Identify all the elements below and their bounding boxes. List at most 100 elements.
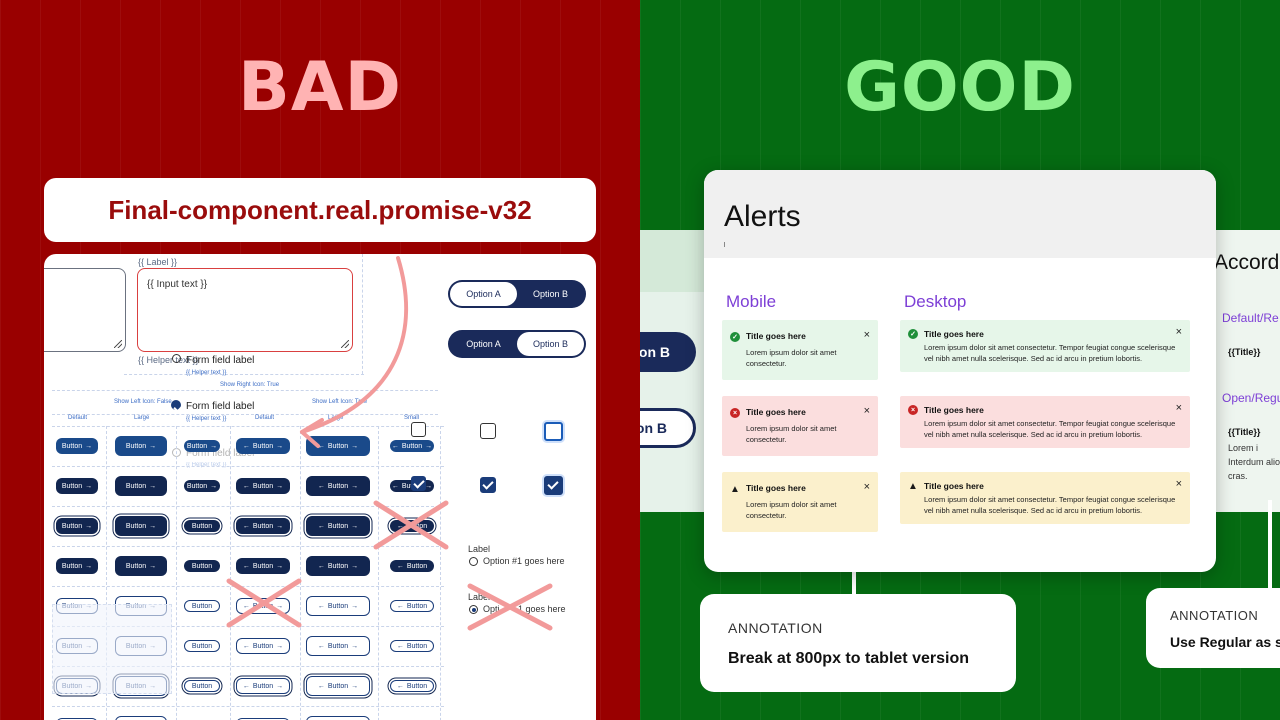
stray-checked-radio[interactable] bbox=[171, 400, 181, 410]
button-label: Button bbox=[252, 682, 274, 690]
arrow-right-icon: → bbox=[210, 482, 218, 490]
helper-text: {{ Helper text }} bbox=[138, 355, 199, 365]
close-icon[interactable]: × bbox=[863, 329, 870, 341]
segment-option-a[interactable]: Option A bbox=[450, 282, 517, 306]
textarea-default[interactable] bbox=[44, 268, 126, 352]
arrow-right-icon: → bbox=[276, 442, 284, 450]
radio-option-partial-text: Opti bbox=[483, 604, 500, 614]
button-variant[interactable]: Button→ bbox=[115, 436, 167, 456]
accordion-body-line: Lorem i bbox=[1228, 443, 1259, 453]
show-left-false-label: Show Left Icon: False bbox=[114, 399, 172, 405]
button-variant[interactable]: Button→ bbox=[56, 478, 98, 494]
close-icon[interactable]: × bbox=[863, 405, 870, 417]
button-variant[interactable]: Button bbox=[184, 600, 220, 612]
button-variant[interactable]: Button bbox=[184, 640, 220, 652]
resize-handle-icon[interactable] bbox=[114, 340, 122, 348]
button-variant[interactable]: Button→ bbox=[56, 518, 98, 534]
arrow-right-icon: → bbox=[276, 642, 284, 650]
button-variant[interactable]: ←Button→ bbox=[236, 678, 290, 694]
button-variant[interactable]: Button bbox=[184, 680, 220, 692]
button-variant[interactable]: ←Button→ bbox=[306, 436, 370, 456]
radio-option-selected[interactable] bbox=[469, 605, 478, 614]
button-variant[interactable]: ←Button→ bbox=[236, 518, 290, 534]
button-label: Button bbox=[327, 682, 349, 690]
arrow-right-icon: → bbox=[276, 682, 284, 690]
checkbox-checked[interactable] bbox=[480, 477, 496, 493]
close-icon[interactable]: × bbox=[1175, 402, 1182, 414]
col-header-large: Large bbox=[134, 415, 150, 421]
radio-option-1[interactable] bbox=[469, 557, 478, 566]
button-variant[interactable]: ←Button→ bbox=[306, 476, 370, 496]
desktop-alert-error: × Title goes here Lorem ipsum dolor sit … bbox=[900, 396, 1190, 448]
button-variant[interactable]: ←Button bbox=[390, 680, 434, 692]
arrow-right-icon: → bbox=[149, 522, 157, 530]
button-variant[interactable]: ←Button→ bbox=[236, 438, 290, 454]
arrow-left-icon: ← bbox=[396, 522, 404, 530]
arrow-left-icon: ← bbox=[242, 442, 250, 450]
grid-line bbox=[52, 426, 444, 427]
arrow-left-icon: ← bbox=[317, 642, 325, 650]
alert-body: Lorem ipsum dolor sit amet consectetur. … bbox=[924, 495, 1176, 515]
segment-option-b[interactable]: Option B bbox=[517, 332, 584, 356]
stray-radio[interactable] bbox=[172, 354, 181, 363]
background-pill-outline: on B bbox=[640, 408, 696, 448]
button-variant[interactable]: Button→ bbox=[115, 556, 167, 576]
button-variant[interactable]: ←Button bbox=[390, 560, 434, 572]
button-label: Button bbox=[401, 442, 423, 450]
button-variant[interactable]: Button→ bbox=[115, 516, 167, 536]
button-variant[interactable]: ←Button→ bbox=[306, 636, 370, 656]
button-variant[interactable]: ←Button bbox=[390, 600, 434, 612]
arrow-left-icon: ← bbox=[242, 482, 250, 490]
button-variant[interactable]: Button→ bbox=[56, 438, 98, 454]
button-variant[interactable]: ←Button bbox=[390, 640, 434, 652]
button-variant[interactable]: ←Button→ bbox=[306, 596, 370, 616]
button-variant[interactable]: ←Button→ bbox=[306, 556, 370, 576]
close-icon[interactable]: × bbox=[1175, 326, 1182, 338]
arrow-left-icon: ← bbox=[391, 442, 399, 450]
checkbox-stray-checked[interactable] bbox=[411, 476, 426, 491]
button-variant[interactable]: ←Button→ bbox=[236, 558, 290, 574]
button-variant[interactable]: Button→ bbox=[184, 480, 220, 492]
button-variant[interactable]: Button→ bbox=[115, 476, 167, 496]
checkbox-default[interactable] bbox=[480, 423, 496, 439]
button-variant[interactable]: ←Button→ bbox=[306, 676, 370, 696]
arrow-left-icon: ← bbox=[242, 562, 250, 570]
button-variant[interactable]: Button bbox=[184, 560, 220, 572]
button-variant[interactable]: ←Button→ bbox=[390, 440, 434, 452]
checkbox-focus[interactable] bbox=[544, 422, 563, 441]
button-variant[interactable]: ←Button→ bbox=[306, 516, 370, 536]
alert-body: Lorem ipsum dolor sit amet consectetur. bbox=[746, 424, 837, 444]
arrow-left-icon: ← bbox=[317, 562, 325, 570]
segment-option-a[interactable]: Option A bbox=[466, 339, 501, 349]
cross-mark-icon bbox=[467, 583, 553, 631]
success-check-icon: ✓ bbox=[908, 329, 918, 339]
segment-option-b[interactable]: Option B bbox=[532, 289, 569, 299]
button-variant[interactable]: ←Button→ bbox=[236, 638, 290, 654]
resize-handle-icon[interactable] bbox=[341, 340, 349, 348]
button-label: Button bbox=[406, 642, 428, 650]
button-label: Button bbox=[327, 522, 349, 530]
close-icon[interactable]: × bbox=[863, 481, 870, 493]
button-label: Button bbox=[406, 602, 428, 610]
segmented-control-b[interactable]: Option A Option B bbox=[448, 330, 586, 358]
button-variant[interactable]: Button bbox=[184, 520, 220, 532]
segmented-control-a[interactable]: Option A Option B bbox=[448, 280, 586, 308]
textarea-error[interactable]: {{ Input text }} bbox=[137, 268, 353, 352]
success-check-icon: ✓ bbox=[730, 332, 740, 342]
checkbox-checked-focus[interactable] bbox=[544, 476, 563, 495]
radio-group-label-2: Label bbox=[468, 592, 491, 602]
arrow-right-icon: → bbox=[351, 442, 359, 450]
error-icon: × bbox=[908, 405, 918, 415]
button-variant[interactable]: Button→ bbox=[184, 440, 220, 452]
alerts-title: Alerts bbox=[724, 200, 801, 233]
button-variant[interactable]: ←Button→ bbox=[236, 478, 290, 494]
arrow-left-icon: ← bbox=[396, 562, 404, 570]
input-placeholder: {{ Input text }} bbox=[147, 279, 208, 290]
accordion-body-line: Interdum alio bbox=[1228, 457, 1280, 467]
warning-triangle-icon: ▲ bbox=[730, 483, 740, 495]
button-variant[interactable]: Button→ bbox=[56, 558, 98, 574]
checkbox-stray[interactable] bbox=[411, 422, 426, 437]
bad-heading: BAD bbox=[238, 48, 402, 127]
close-icon[interactable]: × bbox=[1175, 478, 1182, 490]
button-label: Button bbox=[191, 562, 213, 570]
